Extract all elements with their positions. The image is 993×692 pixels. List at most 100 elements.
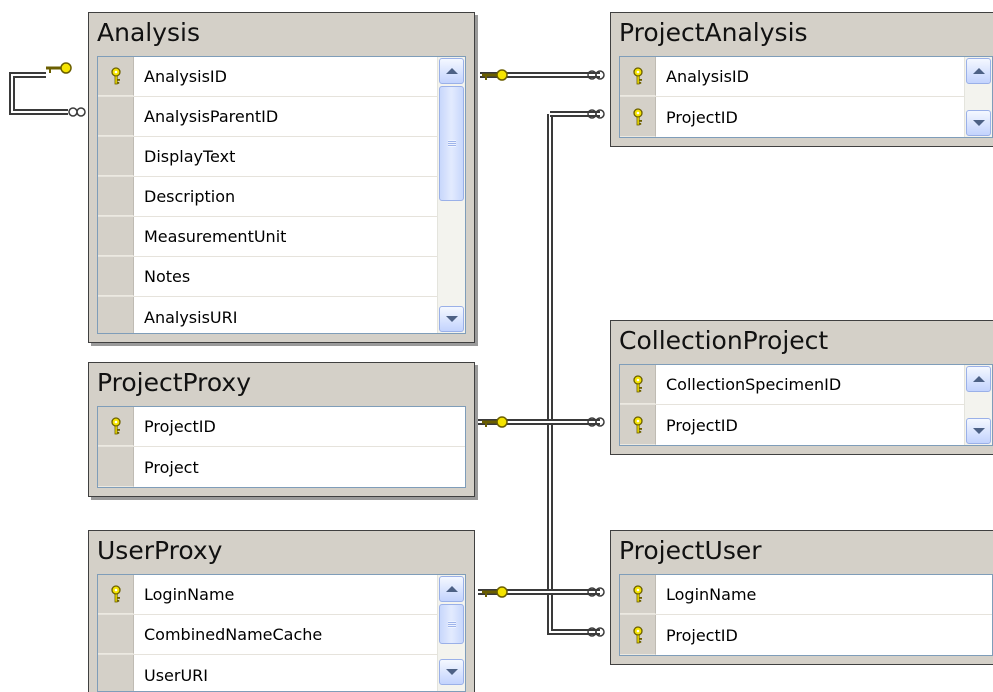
key-end-analysis bbox=[482, 69, 508, 81]
scroll-up-button[interactable] bbox=[439, 58, 464, 84]
column-row[interactable]: LoginName bbox=[98, 575, 437, 615]
scrollbar[interactable] bbox=[437, 575, 465, 691]
collectionproject-table[interactable]: CollectionProject CollectionSpecimenID Pr… bbox=[610, 320, 993, 455]
row-selector[interactable] bbox=[98, 407, 134, 446]
row-selector[interactable] bbox=[98, 447, 134, 487]
scrollbar[interactable] bbox=[964, 365, 992, 445]
column-name: Project bbox=[144, 457, 199, 477]
column-row[interactable]: ProjectID bbox=[620, 615, 992, 655]
table-title: ProjectUser bbox=[619, 536, 762, 565]
column-row[interactable]: MeasurementUnit bbox=[98, 217, 437, 257]
column-row[interactable]: ProjectID bbox=[620, 405, 964, 445]
row-selector[interactable] bbox=[620, 615, 656, 655]
infinity-end-projectanalysis-1 bbox=[587, 70, 605, 80]
row-selector[interactable] bbox=[620, 57, 656, 96]
row-selector[interactable] bbox=[98, 177, 134, 216]
column-row[interactable]: Description bbox=[98, 177, 437, 217]
row-selector[interactable] bbox=[620, 97, 656, 137]
key-end-markers bbox=[46, 62, 508, 598]
infinity-end-analysis-self bbox=[68, 107, 86, 117]
grip-icon bbox=[447, 620, 456, 628]
scroll-up-button[interactable] bbox=[439, 576, 464, 602]
column-name: DisplayText bbox=[144, 147, 236, 166]
column-row[interactable]: AnalysisParentID bbox=[98, 97, 437, 137]
column-name: AnalysisID bbox=[144, 67, 227, 86]
column-row[interactable]: LoginName bbox=[620, 575, 992, 615]
column-row[interactable]: AnalysisID bbox=[620, 57, 964, 97]
chevron-up-icon bbox=[445, 68, 458, 74]
primary-key-icon bbox=[632, 585, 643, 603]
infinity-end-collectionproject bbox=[587, 417, 605, 427]
scroll-down-button[interactable] bbox=[439, 306, 464, 332]
row-selector[interactable] bbox=[98, 575, 134, 614]
column-list[interactable]: ProjectID Project bbox=[97, 406, 466, 488]
row-selector[interactable] bbox=[620, 405, 656, 445]
row-selector[interactable] bbox=[98, 97, 134, 136]
scroll-down-button[interactable] bbox=[966, 110, 991, 136]
row-selector[interactable] bbox=[98, 615, 134, 654]
column-row[interactable]: CombinedNameCache bbox=[98, 615, 437, 655]
scrollbar[interactable] bbox=[964, 57, 992, 137]
table-title: UserProxy bbox=[97, 536, 223, 565]
row-selector[interactable] bbox=[620, 575, 656, 614]
row-selector[interactable] bbox=[98, 57, 134, 96]
row-selector[interactable] bbox=[98, 257, 134, 296]
scroll-down-button[interactable] bbox=[966, 418, 991, 444]
row-selector[interactable] bbox=[98, 297, 134, 333]
chevron-up-icon bbox=[972, 68, 985, 74]
column-row[interactable]: UserURI bbox=[98, 655, 437, 691]
scroll-thumb[interactable] bbox=[439, 604, 464, 644]
row-selector[interactable] bbox=[98, 217, 134, 256]
column-row[interactable]: Project bbox=[98, 447, 465, 487]
table-title: ProjectAnalysis bbox=[619, 18, 808, 47]
column-row[interactable]: Notes bbox=[98, 257, 437, 297]
scroll-up-button[interactable] bbox=[966, 58, 991, 84]
column-row[interactable]: AnalysisID bbox=[98, 57, 437, 97]
primary-key-icon bbox=[110, 585, 121, 603]
column-name: LoginName bbox=[666, 585, 757, 604]
scroll-down-button[interactable] bbox=[439, 659, 464, 685]
column-list[interactable]: CollectionSpecimenID ProjectID bbox=[619, 364, 993, 446]
scrollbar[interactable] bbox=[437, 57, 465, 333]
scroll-thumb[interactable] bbox=[439, 86, 464, 201]
chevron-up-icon bbox=[445, 586, 458, 592]
scroll-up-button[interactable] bbox=[966, 366, 991, 392]
row-selector[interactable] bbox=[98, 137, 134, 176]
chevron-down-icon bbox=[972, 120, 985, 126]
grip-icon bbox=[447, 140, 456, 147]
column-row[interactable]: DisplayText bbox=[98, 137, 437, 177]
column-name: LoginName bbox=[144, 585, 235, 604]
column-row[interactable]: AnalysisURI bbox=[98, 297, 437, 333]
table-title: CollectionProject bbox=[619, 326, 829, 355]
chevron-down-icon bbox=[445, 669, 458, 675]
row-selector[interactable] bbox=[620, 365, 656, 404]
column-row[interactable]: CollectionSpecimenID bbox=[620, 365, 964, 405]
row-selector[interactable] bbox=[98, 655, 134, 691]
infinity-end-projectuser-1 bbox=[587, 587, 605, 597]
column-row[interactable]: ProjectID bbox=[620, 97, 964, 137]
chevron-down-icon bbox=[445, 316, 458, 322]
chevron-down-icon bbox=[972, 428, 985, 434]
primary-key-icon bbox=[632, 415, 643, 433]
table-title: ProjectProxy bbox=[97, 368, 252, 397]
primary-key-icon bbox=[632, 67, 643, 85]
column-name: CombinedNameCache bbox=[144, 625, 323, 644]
column-name: ProjectID bbox=[666, 415, 738, 435]
column-name: Description bbox=[144, 187, 236, 206]
connector-analysis-self bbox=[9, 72, 68, 115]
column-row[interactable]: ProjectID bbox=[98, 407, 465, 447]
column-name: UserURI bbox=[144, 665, 209, 685]
projectproxy-table[interactable]: ProjectProxy ProjectID Project bbox=[88, 362, 475, 497]
